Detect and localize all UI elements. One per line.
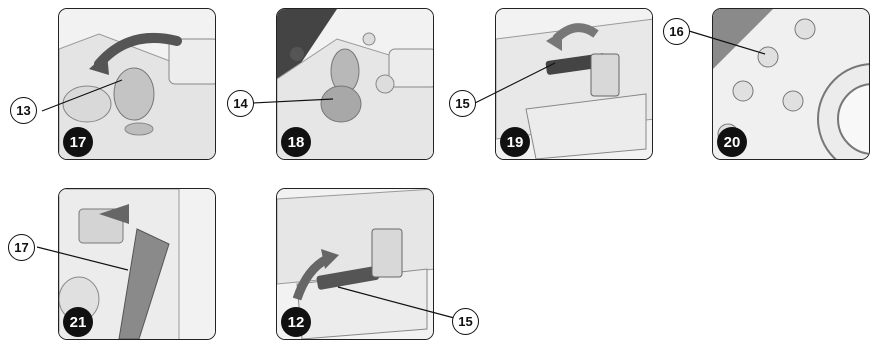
step-number: 19: [500, 127, 530, 157]
step-number: 21: [63, 307, 93, 337]
callout-number: 13: [10, 97, 37, 124]
callout-number: 14: [227, 90, 254, 117]
step-number: 18: [281, 127, 311, 157]
step-number: 20: [717, 127, 747, 157]
callout-number: 17: [8, 234, 35, 261]
callout-number: 16: [663, 18, 690, 45]
callout-number: 15: [449, 90, 476, 117]
step-number: 12: [281, 307, 311, 337]
step-number: 17: [63, 127, 93, 157]
callout-number: 15: [452, 308, 479, 335]
